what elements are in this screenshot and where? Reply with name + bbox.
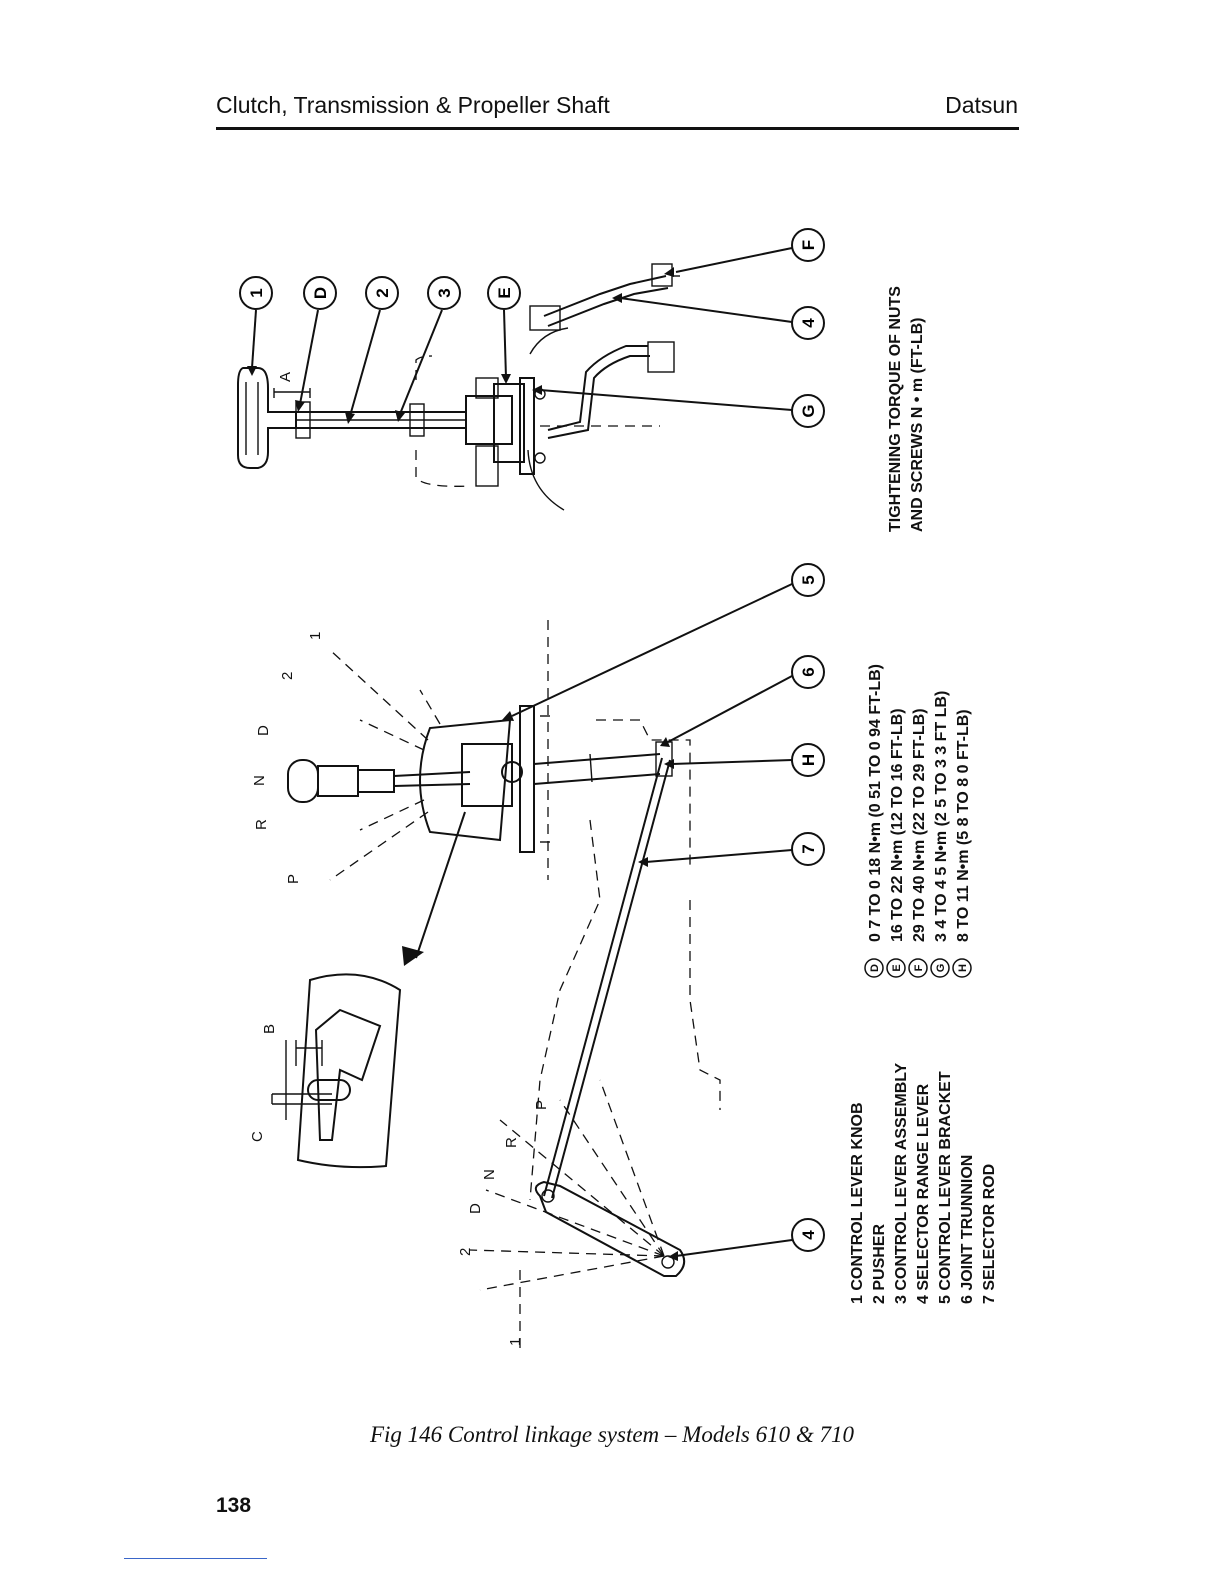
- range-P-upper: P: [285, 874, 302, 884]
- callout-5: 5: [799, 575, 818, 584]
- torque-value-F: 29 TO 40 N•m (22 TO 29 FT-LB): [911, 708, 928, 942]
- torque-key-F: F: [913, 964, 925, 971]
- range-R-lower: R: [503, 1137, 520, 1148]
- range-R-upper: R: [253, 819, 270, 830]
- torque-legend-row-G: G 3 4 TO 4 5 N•m (2 5 TO 3 3 FT LB): [930, 691, 950, 978]
- dim-C: C: [249, 1131, 266, 1142]
- range-2-upper: 2: [279, 672, 296, 680]
- range-1-lower: 1: [507, 1338, 524, 1346]
- figure-caption: Fig 146 Control linkage system – Models …: [369, 1422, 855, 1447]
- running-header-title: Clutch, Transmission & Propeller Shaft: [216, 92, 610, 118]
- torque-legend-row-E: E 16 TO 22 N•m (12 TO 16 FT-LB): [886, 708, 906, 978]
- parts-legend-item: 7 SELECTOR ROD: [981, 1164, 998, 1304]
- callouts: 1 D 2 3 E F 4 G: [239, 228, 825, 1261]
- parts-legend-item: 2 PUSHER: [871, 1224, 888, 1304]
- parts-legend-item: 4 SELECTOR RANGE LEVER: [915, 1083, 932, 1304]
- callout-D: D: [311, 287, 330, 299]
- range-D-upper: D: [255, 725, 272, 736]
- torque-key-H: H: [957, 964, 969, 972]
- page-number: 138: [216, 1494, 252, 1517]
- torque-key-E: E: [891, 964, 903, 971]
- running-header-brand: Datsun: [945, 92, 1018, 118]
- torque-value-G: 3 4 TO 4 5 N•m (2 5 TO 3 3 FT LB): [933, 691, 950, 942]
- callout-1: 1: [247, 288, 266, 297]
- detent-detail-inset: [271, 811, 466, 1169]
- callout-7: 7: [799, 844, 818, 853]
- parts-legend-item: 1 CONTROL LEVER KNOB: [849, 1103, 866, 1305]
- callout-4-bottom: 4: [799, 1230, 818, 1240]
- parts-legend-item: 5 CONTROL LEVER BRACKET: [937, 1071, 954, 1304]
- callout-2: 2: [373, 288, 392, 297]
- callout-E: E: [495, 287, 514, 298]
- parts-legend-item: 3 CONTROL LEVER ASSEMBLY: [893, 1062, 910, 1304]
- torque-legend: D 0 7 TO 0 18 N•m (0 51 TO 0 94 FT-LB) E…: [864, 664, 972, 978]
- footer-rule: [124, 1558, 267, 1559]
- parts-legend: 1 CONTROL LEVER KNOB 2 PUSHER 3 CONTROL …: [849, 1062, 998, 1304]
- range-2-lower: 2: [457, 1248, 474, 1256]
- parts-legend-item: 6 JOINT TRUNNION: [959, 1155, 976, 1304]
- callout-4-top: 4: [799, 318, 818, 328]
- callout-3: 3: [435, 288, 454, 297]
- range-P-lower: P: [533, 1100, 550, 1110]
- range-N-lower: N: [481, 1169, 498, 1180]
- torque-value-E: 16 TO 22 N•m (12 TO 16 FT-LB): [889, 708, 906, 942]
- callout-G: G: [799, 404, 818, 417]
- callout-F: F: [799, 240, 818, 250]
- torque-value-H: 8 TO 11 N•m (5 8 TO 8 0 FT-LB): [955, 709, 972, 942]
- dim-A: A: [277, 372, 294, 382]
- header-rule: [216, 127, 1019, 130]
- torque-legend-row-D: D 0 7 TO 0 18 N•m (0 51 TO 0 94 FT-LB): [864, 664, 884, 978]
- torque-title: TIGHTENING TORQUE OF NUTS AND SCREWS N •…: [887, 286, 926, 532]
- torque-title-line-2: AND SCREWS N • m (FT-LB): [909, 318, 926, 532]
- torque-legend-row-H: H 8 TO 11 N•m (5 8 TO 8 0 FT-LB): [952, 709, 972, 978]
- dim-B: B: [261, 1024, 278, 1034]
- selector-rod-drawing: [469, 757, 686, 1350]
- torque-legend-row-F: F 29 TO 40 N•m (22 TO 29 FT-LB): [908, 708, 928, 978]
- range-1-upper: 1: [307, 632, 324, 640]
- torque-key-D: D: [869, 964, 881, 972]
- torque-title-line-1: TIGHTENING TORQUE OF NUTS: [887, 286, 904, 532]
- callout-6: 6: [799, 667, 818, 676]
- drawing-letters: A B C P R N D 2 1 P R N D 2 1: [249, 372, 550, 1346]
- bracket-drawing: [287, 620, 721, 1201]
- torque-value-D: 0 7 TO 0 18 N•m (0 51 TO 0 94 FT-LB): [867, 664, 884, 942]
- range-D-lower: D: [467, 1203, 484, 1214]
- torque-key-G: G: [935, 964, 947, 973]
- callout-H: H: [799, 754, 818, 766]
- range-N-upper: N: [251, 775, 268, 786]
